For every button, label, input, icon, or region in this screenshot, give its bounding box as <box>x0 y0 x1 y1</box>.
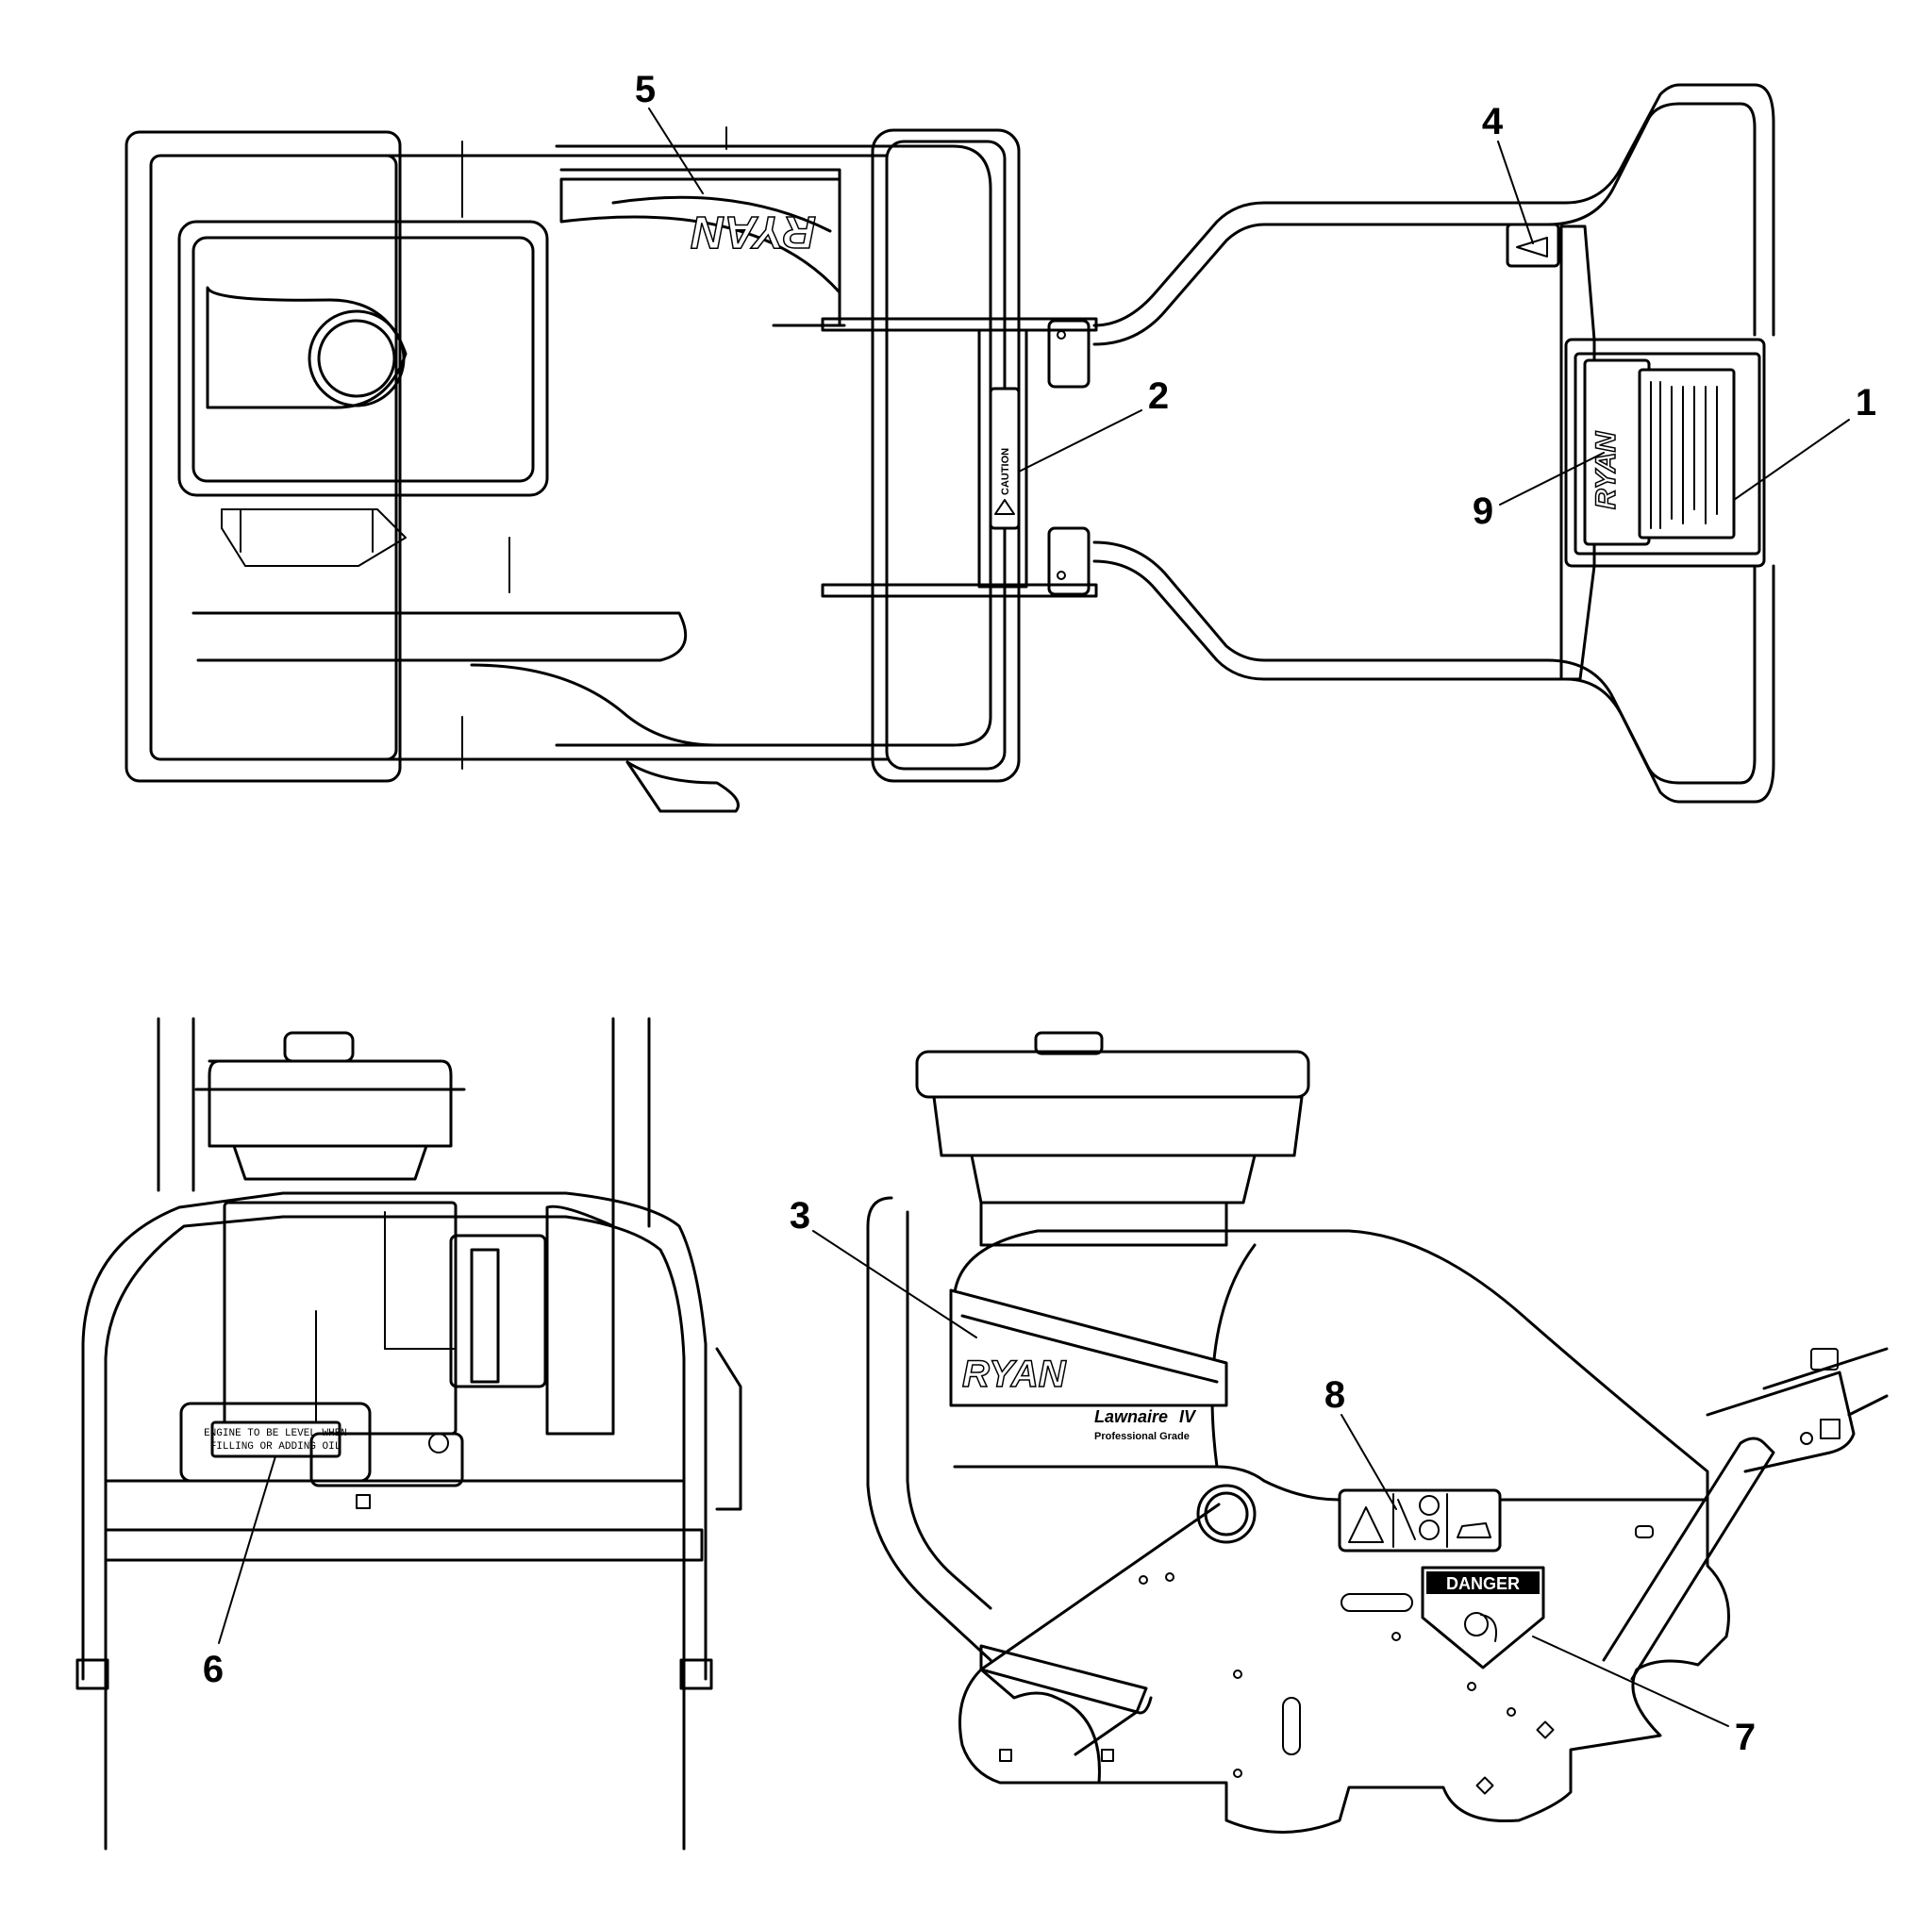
callout-2: 2 <box>1148 375 1169 417</box>
caution-decal-word: CAUTION <box>1000 448 1011 495</box>
callout-7: 7 <box>1735 1717 1756 1758</box>
danger-decal-word: DANGER <box>1446 1574 1520 1593</box>
model-name-text: Lawnaire <box>1094 1407 1168 1426</box>
model-suffix-text: IV <box>1179 1407 1197 1426</box>
callout-6: 6 <box>203 1649 224 1690</box>
top-view: RYAN CAUTION RYAN <box>125 83 1775 813</box>
top-handle-brand-text: RYAN <box>1591 430 1622 509</box>
callouts: 1 2 3 4 5 6 7 8 9 <box>203 69 1876 1758</box>
side-view: RYAN Lawnaire IV Professional Grade <box>866 1031 1889 1834</box>
callout-3: 3 <box>790 1195 810 1237</box>
callout-4: 4 <box>1482 101 1504 142</box>
engine-oil-decal-line2: FILLING OR ADDING OIL <box>210 1441 341 1453</box>
front-view: ENGINE TO BE LEVEL WHEN FILLING OR ADDIN… <box>75 1017 742 1851</box>
callout-5: 5 <box>635 69 656 110</box>
hood-brand-text: RYAN <box>691 207 816 257</box>
side-hood-brand-text: RYAN <box>962 1354 1067 1395</box>
callout-8: 8 <box>1324 1374 1345 1416</box>
callout-9: 9 <box>1473 490 1493 532</box>
operating-instructions-decal-lines <box>1650 381 1718 529</box>
callout-1: 1 <box>1856 382 1876 424</box>
model-subtitle-text: Professional Grade <box>1094 1431 1190 1442</box>
